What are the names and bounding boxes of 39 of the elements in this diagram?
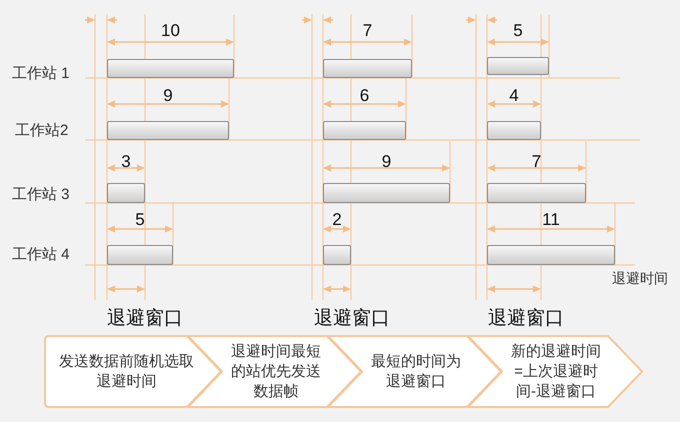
window-label: 退避窗口 — [314, 306, 390, 330]
backoff-bar — [487, 245, 615, 265]
backoff-bar — [323, 59, 412, 78]
duration-value: 7 — [362, 21, 372, 41]
step-text: 退避时间最短的站优先发送数据帧 — [230, 342, 322, 402]
duration-value: 10 — [161, 21, 180, 41]
station-label: 工作站 4 — [12, 244, 70, 264]
backoff-bar — [487, 57, 549, 75]
window-label: 退避窗口 — [488, 306, 564, 330]
station-label: 工作站 3 — [12, 184, 70, 204]
duration-value: 3 — [121, 152, 131, 172]
duration-value: 5 — [513, 21, 523, 41]
station-label: 工作站 1 — [12, 64, 70, 82]
backoff-bar — [323, 183, 450, 203]
duration-value: 5 — [135, 210, 145, 230]
axis-label: 退避时间 — [612, 269, 668, 287]
duration-value: 2 — [332, 210, 342, 230]
duration-value: 9 — [382, 152, 392, 172]
duration-value: 9 — [163, 86, 173, 106]
process-step — [467, 335, 643, 408]
duration-value: 7 — [532, 152, 542, 172]
backoff-bar — [323, 245, 351, 265]
backoff-bar — [487, 121, 541, 140]
duration-value: 11 — [542, 210, 560, 230]
duration-value: 6 — [360, 86, 370, 106]
backoff-bar — [107, 183, 145, 203]
process-step — [44, 335, 222, 408]
backoff-bar — [107, 121, 229, 140]
step-text: 最短的时间为退避窗口 — [370, 352, 462, 392]
window-label: 退避窗口 — [107, 306, 183, 330]
backoff-bar — [487, 183, 586, 203]
station-label: 工作站2 — [15, 120, 68, 140]
step-text: 新的退避时间=上次退避时间-退避窗口 — [510, 342, 602, 402]
process-step — [327, 335, 502, 408]
backoff-bar — [323, 121, 406, 140]
backoff-bar — [107, 59, 234, 78]
step-text: 发送数据前随机选取退避时间 — [58, 352, 195, 392]
backoff-bar — [107, 245, 173, 265]
duration-value: 4 — [509, 86, 519, 106]
